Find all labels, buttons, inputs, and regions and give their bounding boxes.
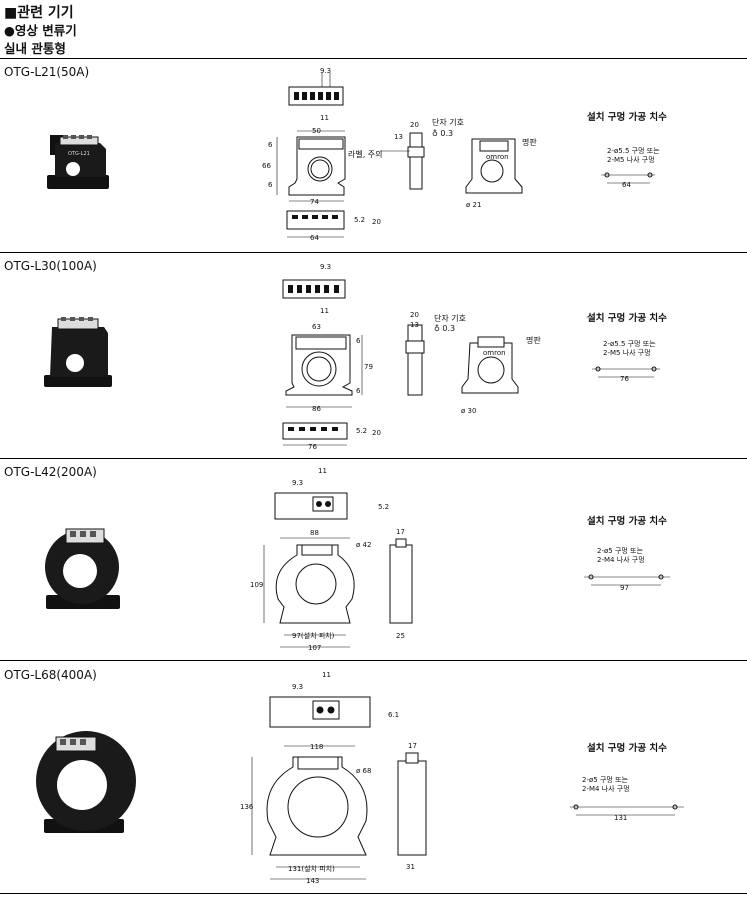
svg-text:9.3: 9.3 [320, 67, 331, 75]
product-photo [36, 731, 136, 833]
svg-text:2-ø5.5 구멍 또는: 2-ø5.5 구멍 또는 [607, 146, 660, 155]
svg-text:ø 68: ø 68 [356, 767, 371, 775]
svg-text:6: 6 [356, 387, 361, 395]
svg-text:단자 기호: 단자 기호 [432, 117, 464, 127]
model-name-l21: OTG-L21(50A) [4, 65, 90, 79]
svg-text:2-ø5.5 구멍 또는: 2-ø5.5 구멍 또는 [603, 339, 656, 348]
svg-text:5.2: 5.2 [354, 216, 365, 224]
svg-text:♁ 0.3: ♁ 0.3 [434, 324, 455, 333]
svg-text:9.3: 9.3 [292, 683, 303, 691]
svg-text:5.2: 5.2 [356, 427, 367, 435]
svg-text:2-M5 나사 구멍: 2-M5 나사 구멍 [607, 155, 655, 164]
svg-text:명판: 명판 [522, 137, 537, 147]
svg-text:ø 30: ø 30 [461, 407, 476, 415]
svg-text:설치 구멍 가공 치수: 설치 구멍 가공 치수 [587, 111, 667, 123]
svg-text:20: 20 [410, 311, 419, 319]
svg-text:31: 31 [406, 863, 415, 871]
svg-text:6: 6 [356, 337, 361, 345]
svg-text:9.3: 9.3 [292, 479, 303, 487]
section-l68: 11 9.3 6.1 118 ø 68 136 131(설치 피치) 143 1… [36, 671, 684, 885]
svg-text:2-ø5 구멍 또는: 2-ø5 구멍 또는 [582, 775, 628, 784]
svg-text:88: 88 [310, 529, 319, 537]
svg-text:17: 17 [408, 742, 417, 750]
svg-text:25: 25 [396, 632, 405, 640]
svg-text:50: 50 [312, 127, 321, 135]
svg-text:17: 17 [396, 528, 405, 536]
svg-text:66: 66 [262, 162, 271, 170]
category-title: ●영상 변류기 [4, 23, 77, 38]
svg-text:omron: omron [486, 153, 509, 161]
svg-text:109: 109 [250, 581, 263, 589]
section-title: 실내 관통형 [4, 41, 66, 56]
model-name-l30: OTG-L30(100A) [4, 259, 97, 273]
svg-text:ø 21: ø 21 [466, 201, 481, 209]
svg-text:76: 76 [308, 443, 317, 451]
model-name-l68: OTG-L68(400A) [4, 668, 97, 682]
svg-text:단자 기호: 단자 기호 [434, 313, 466, 323]
svg-text:107: 107 [308, 644, 321, 652]
svg-text:설치 구멍 가공 치수: 설치 구멍 가공 치수 [587, 742, 667, 754]
svg-text:명판: 명판 [526, 335, 541, 345]
svg-text:6: 6 [268, 181, 273, 189]
divider [0, 252, 747, 253]
svg-text:20: 20 [410, 121, 419, 129]
svg-text:86: 86 [312, 405, 321, 413]
svg-text:13: 13 [410, 321, 419, 329]
svg-text:63: 63 [312, 323, 321, 331]
section-l42: 11 9.3 5.2 88 ø 42 109 97(설치 피치) 107 17 … [45, 467, 670, 652]
product-photo [45, 528, 120, 609]
svg-text:13: 13 [394, 133, 403, 141]
svg-text:6: 6 [268, 141, 273, 149]
divider [0, 458, 747, 459]
svg-text:131: 131 [614, 814, 627, 822]
svg-text:131(설치 피치): 131(설치 피치) [288, 864, 335, 873]
svg-text:11: 11 [322, 671, 331, 679]
divider [0, 660, 747, 661]
svg-text:설치 구멍 가공 치수: 설치 구멍 가공 치수 [587, 515, 667, 527]
svg-text:2-M4 나사 구멍: 2-M4 나사 구멍 [597, 555, 645, 564]
section-l21: OTG-L21 9.3 11 50 66 6 6 74 20 13 라벨, 주의… [47, 67, 667, 242]
svg-text:74: 74 [310, 198, 319, 206]
svg-text:11: 11 [320, 307, 329, 315]
svg-text:2-M5 나사 구멍: 2-M5 나사 구멍 [603, 348, 651, 357]
divider [0, 58, 747, 59]
page-title: ■관련 기기 [4, 5, 74, 21]
product-photo [44, 317, 112, 387]
svg-text:OTG-L21: OTG-L21 [68, 151, 90, 157]
svg-text:라벨, 주의: 라벨, 주의 [348, 149, 383, 159]
svg-text:6.1: 6.1 [388, 711, 399, 719]
product-photo: OTG-L21 [47, 135, 109, 189]
svg-text:20: 20 [372, 429, 381, 437]
svg-text:2-ø5 구멍 또는: 2-ø5 구멍 또는 [597, 546, 643, 555]
svg-text:♁ 0.3: ♁ 0.3 [432, 129, 453, 138]
svg-text:ø 42: ø 42 [356, 541, 371, 549]
svg-text:136: 136 [240, 803, 254, 811]
svg-text:64: 64 [310, 234, 319, 242]
section-l30: 9.3 11 63 79 6 6 86 20 13 omron 단자 기호 ♁ … [44, 263, 667, 451]
svg-text:79: 79 [364, 363, 373, 371]
svg-text:11: 11 [318, 467, 327, 475]
svg-text:97: 97 [620, 584, 629, 592]
svg-text:64: 64 [622, 181, 631, 189]
svg-text:2-M4 나사 구멍: 2-M4 나사 구멍 [582, 784, 630, 793]
svg-text:97(설치 피치): 97(설치 피치) [292, 631, 335, 640]
svg-text:11: 11 [320, 114, 329, 122]
svg-text:9.3: 9.3 [320, 263, 331, 271]
divider [0, 893, 747, 894]
svg-text:143: 143 [306, 877, 319, 885]
svg-text:20: 20 [372, 218, 381, 226]
svg-text:설치 구멍 가공 치수: 설치 구멍 가공 치수 [587, 312, 667, 324]
model-name-l42: OTG-L42(200A) [4, 465, 97, 479]
svg-text:118: 118 [310, 743, 323, 751]
svg-text:76: 76 [620, 375, 629, 383]
svg-text:5.2: 5.2 [378, 503, 389, 511]
svg-text:omron: omron [483, 349, 506, 357]
